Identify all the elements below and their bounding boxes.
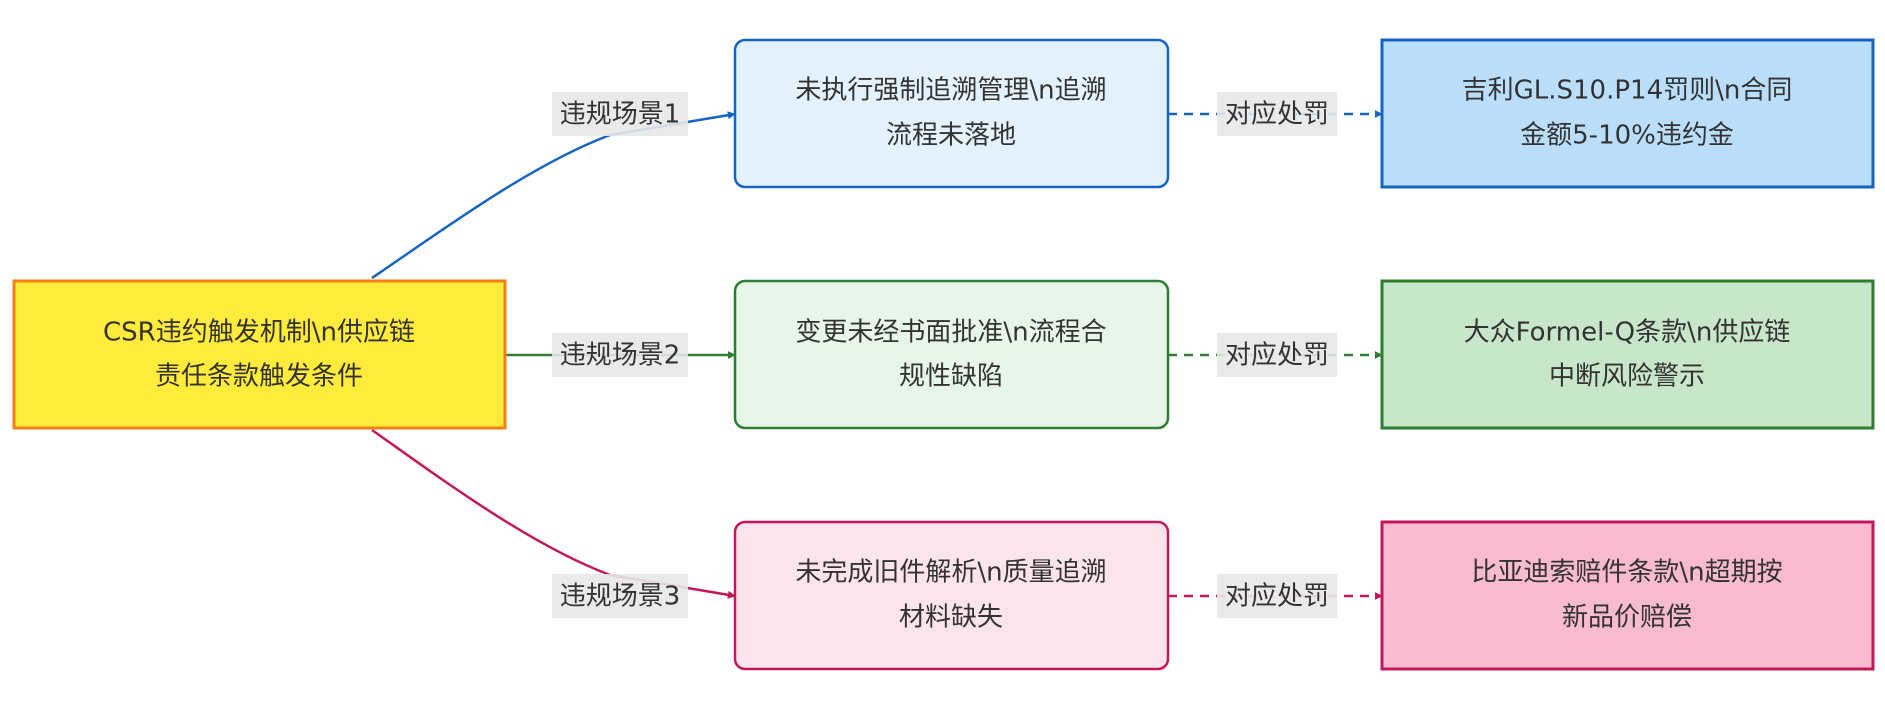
- scenario-node-1-box: [733, 38, 1170, 189]
- edges-scenarios-to-penalties: [1168, 110, 1383, 600]
- root-node[interactable]: CSR违约触发机制\n供应链 责任条款触发条件: [12, 279, 507, 430]
- edge-label-scenario-1: 违规场景1: [552, 92, 688, 136]
- edge-label-penalty-2-text: 对应处罚: [1225, 341, 1329, 371]
- scenario-node-3-line-1: 未完成旧件解析\n质量追溯: [795, 558, 1106, 588]
- penalty-node-3-line-1: 比亚迪索赔件条款\n超期按: [1471, 558, 1782, 588]
- scenario-node-2-line-2: 规性缺陷: [899, 362, 1003, 392]
- penalty-node-2-line-1: 大众Formel-Q条款\n供应链: [1464, 318, 1791, 348]
- penalty-node-1-box: [1380, 38, 1875, 189]
- scenario-node-3-line-2: 材料缺失: [899, 603, 1003, 633]
- edge-label-penalty-1-text: 对应处罚: [1225, 100, 1329, 130]
- scenario-node-3-box: [733, 520, 1170, 671]
- edge-label-penalty-2: 对应处罚: [1217, 333, 1337, 377]
- penalty-node-3[interactable]: 比亚迪索赔件条款\n超期按 新品价赔偿: [1380, 520, 1875, 671]
- scenario-node-1-line-1: 未执行强制追溯管理\n追溯: [795, 76, 1106, 106]
- scenario-node-1-line-2: 流程未落地: [886, 121, 1016, 151]
- penalty-node-3-box: [1380, 520, 1875, 671]
- penalty-node-2-box: [1380, 279, 1875, 430]
- root-node-line-2: 责任条款触发条件: [155, 362, 363, 392]
- penalty-node-1-line-2: 金额5-10%违约金: [1520, 121, 1734, 151]
- scenario-node-3[interactable]: 未完成旧件解析\n质量追溯 材料缺失: [733, 520, 1170, 671]
- root-node-line-1: CSR违约触发机制\n供应链: [103, 318, 415, 348]
- scenario-node-2[interactable]: 变更未经书面批准\n流程合 规性缺陷: [733, 279, 1170, 430]
- edge-label-penalty-1: 对应处罚: [1217, 92, 1337, 136]
- penalty-node-1-line-1: 吉利GL.S10.P14罚则\n合同: [1462, 76, 1793, 106]
- edge-label-penalty-3: 对应处罚: [1217, 574, 1337, 618]
- edge-root-scenario-1: [371, 111, 736, 280]
- penalty-node-3-line-2: 新品价赔偿: [1562, 603, 1692, 633]
- penalty-node-2[interactable]: 大众Formel-Q条款\n供应链 中断风险警示: [1380, 279, 1875, 430]
- edge-label-scenario-2: 违规场景2: [552, 333, 688, 377]
- penalty-node-1[interactable]: 吉利GL.S10.P14罚则\n合同 金额5-10%违约金: [1380, 38, 1875, 189]
- scenario-node-2-line-1: 变更未经书面批准\n流程合: [795, 318, 1106, 348]
- scenario-node-2-box: [733, 279, 1170, 430]
- scenario-node-1[interactable]: 未执行强制追溯管理\n追溯 流程未落地: [733, 38, 1170, 189]
- root-node-box: [12, 279, 507, 430]
- edge-root-scenario-3: [371, 428, 736, 599]
- edge-label-penalty-3-text: 对应处罚: [1225, 582, 1329, 612]
- edge-label-scenario-3: 违规场景3: [552, 574, 688, 618]
- edge-label-scenario-1-text: 违规场景1: [560, 100, 681, 130]
- edge-label-scenario-2-text: 违规场景2: [560, 341, 681, 371]
- penalty-node-2-line-2: 中断风险警示: [1549, 362, 1705, 392]
- edge-label-scenario-3-text: 违规场景3: [560, 582, 681, 612]
